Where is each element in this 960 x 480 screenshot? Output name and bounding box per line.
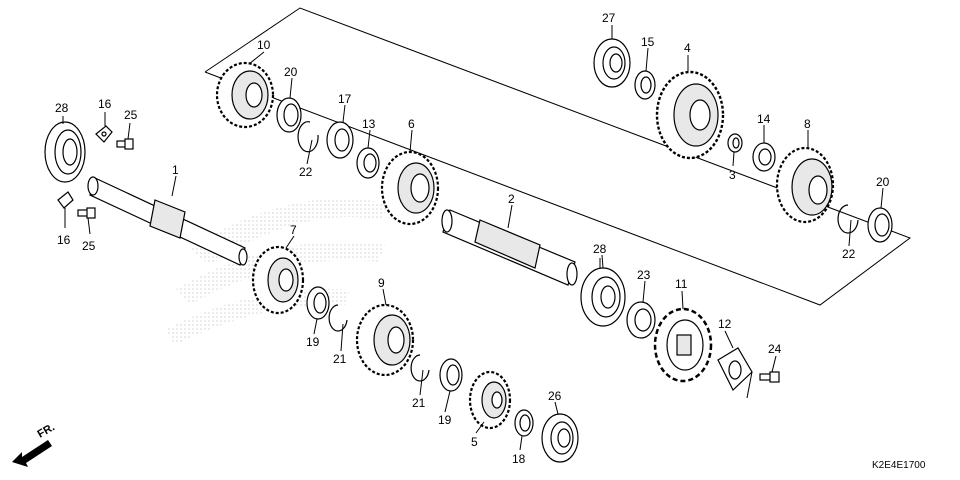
countershaft-2: [441, 209, 578, 286]
label-5: 5: [471, 435, 478, 449]
label-27: 27: [602, 11, 616, 25]
gear-7: [251, 245, 305, 315]
label-19-left: 19: [306, 335, 320, 349]
gear-9: [355, 303, 415, 377]
washer-14: [752, 142, 776, 172]
circlip-22-top: [297, 121, 319, 153]
circlip-21-left: [328, 304, 348, 332]
washer-19-left: [306, 286, 330, 320]
set-plate-16-top: [95, 125, 113, 143]
label-2: 2: [508, 192, 515, 206]
gear-4: [655, 70, 725, 160]
washer-13: [356, 147, 380, 179]
front-arrow: FR.: [12, 421, 57, 467]
label-22-top: 22: [299, 165, 313, 179]
washer-20-top: [276, 97, 302, 133]
washer-20-right: [867, 207, 893, 243]
circlip-22-right: [837, 204, 859, 234]
label-10: 10: [257, 38, 271, 52]
label-20-right: 20: [876, 175, 890, 189]
leader-lines: [62, 25, 884, 451]
label-4: 4: [684, 41, 691, 55]
label-26: 26: [548, 389, 562, 403]
label-28-right: 28: [593, 242, 607, 256]
washer-19-bottom: [439, 358, 463, 392]
circlip-21-bottom: [410, 354, 430, 382]
label-3: 3: [729, 168, 736, 182]
label-24: 24: [768, 342, 782, 356]
label-25-bottom: 25: [82, 239, 96, 253]
label-18: 18: [512, 452, 526, 466]
bolt-25-bottom: [77, 207, 96, 219]
washer-17: [326, 121, 354, 159]
label-21-bottom: 21: [412, 396, 426, 410]
label-21-left: 21: [333, 352, 347, 366]
label-1: 1: [172, 163, 179, 177]
drive-sprocket-11: [653, 307, 713, 383]
bearing-26: [541, 413, 579, 463]
label-23: 23: [637, 268, 651, 282]
bolt-24: [759, 371, 780, 383]
oil-seal-23: [626, 301, 656, 339]
bearing-27: [593, 38, 631, 88]
label-14: 14: [757, 112, 771, 126]
label-19-bottom: 19: [438, 413, 452, 427]
mainshaft-1: [87, 176, 248, 266]
label-6: 6: [408, 117, 415, 131]
label-15: 15: [641, 35, 655, 49]
washer-18: [514, 409, 534, 437]
gear-6: [380, 150, 440, 226]
label-13: 13: [362, 117, 376, 131]
label-16-bottom: 16: [57, 233, 71, 247]
countershaft-group-outline: [204, 7, 912, 306]
diagram-code: K2E4E1700: [872, 460, 926, 471]
bearing-28-right: [580, 267, 626, 327]
gear-5: [468, 370, 512, 430]
label-20-top: 20: [284, 65, 298, 79]
label-7: 7: [290, 223, 297, 237]
label-25-top: 25: [124, 108, 138, 122]
label-11: 11: [675, 277, 688, 291]
label-9: 9: [378, 276, 385, 290]
label-17: 17: [338, 92, 352, 106]
label-28-left: 28: [55, 101, 69, 115]
bolt-25-top: [116, 138, 134, 150]
set-plate-16-bottom: [57, 191, 74, 209]
label-16-top: 16: [98, 97, 112, 111]
fixing-plate-12: [717, 347, 753, 391]
gear-8: [775, 146, 835, 224]
gear-10: [215, 61, 275, 129]
front-label: FR.: [36, 421, 57, 440]
label-8: 8: [804, 117, 811, 131]
washer-15: [634, 70, 656, 100]
part-labels: 28 16 25 1 16 25 10 20 17 13 22 6 2 27 1…: [55, 11, 890, 466]
label-22-right: 22: [842, 247, 856, 261]
label-12: 12: [718, 317, 732, 331]
bushing-3: [727, 133, 743, 153]
watermark-logo: [165, 198, 390, 345]
bearing-28-left: [44, 121, 86, 183]
